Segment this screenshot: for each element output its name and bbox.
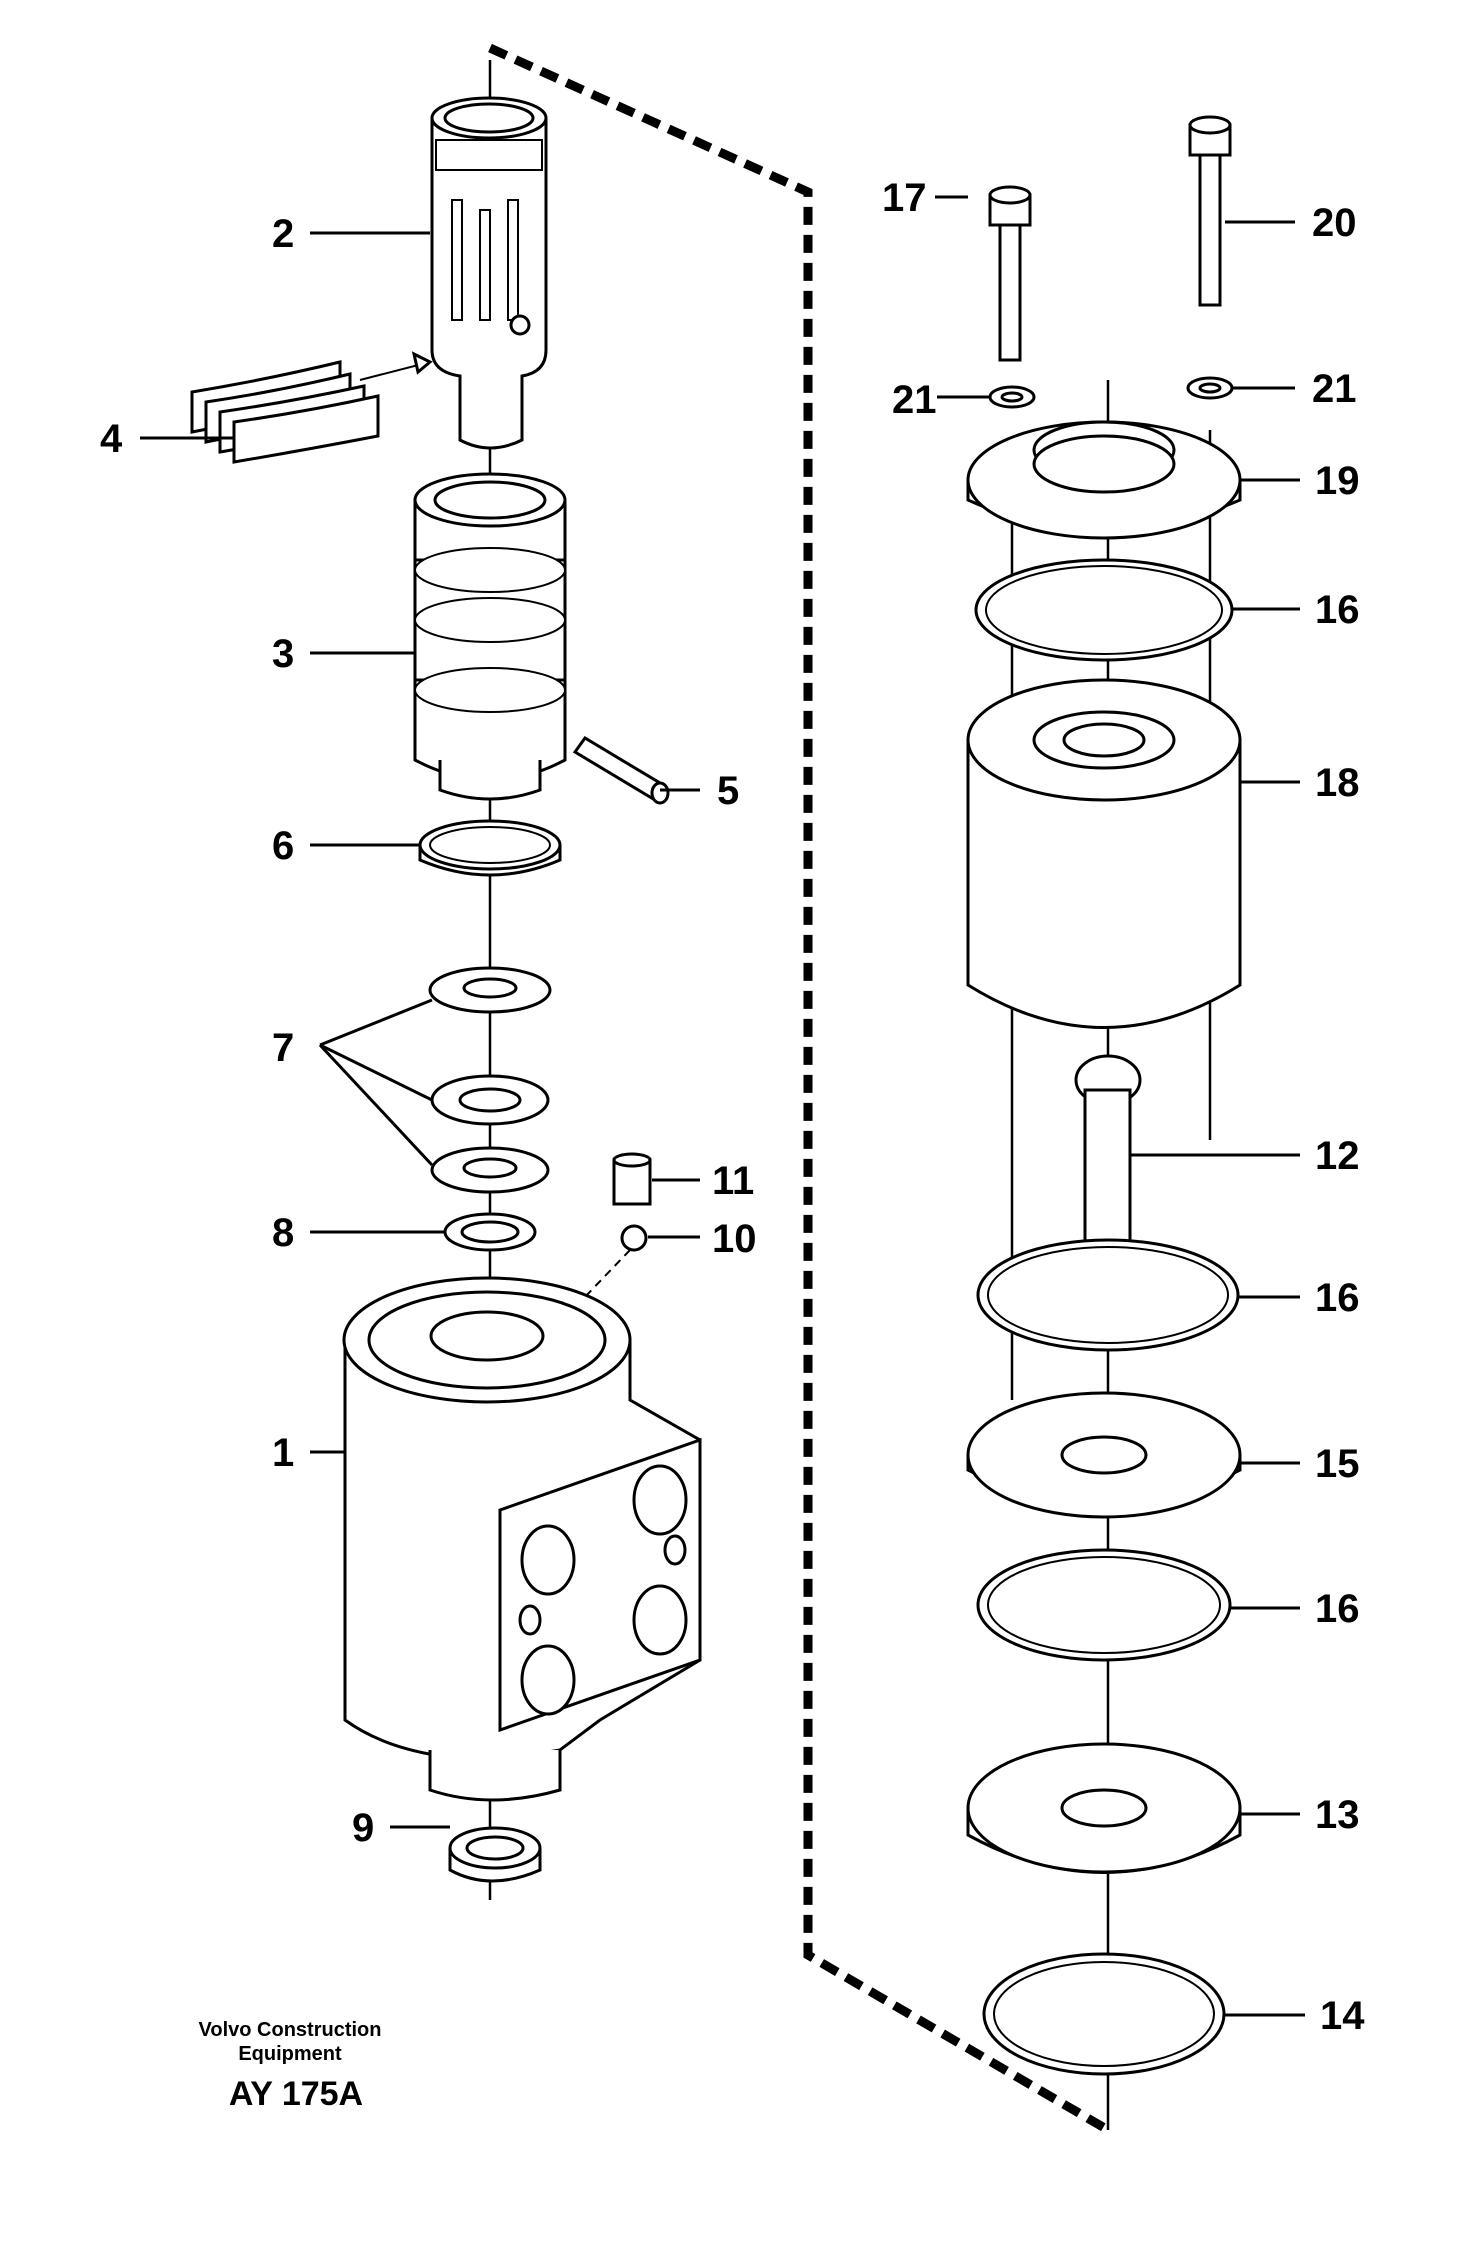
- part-4-centering-springs: [190, 351, 433, 464]
- part-3-sleeve: [413, 472, 567, 801]
- callout-3: 3: [272, 632, 294, 676]
- part-2-spool: [430, 96, 548, 450]
- callout-8: 8: [272, 1211, 294, 1255]
- part-9-seal: [448, 1826, 542, 1883]
- callout-17: 18: [1315, 761, 1360, 805]
- callout-6: 6: [272, 824, 294, 868]
- callout-5: 5: [717, 769, 739, 813]
- drawing-number: AY 175A: [229, 2075, 363, 2113]
- part-16-o-ring-middle: [976, 1238, 1240, 1352]
- part-21-washer-left: [988, 385, 1036, 409]
- part-16-o-ring-lower: [976, 1548, 1232, 1662]
- callout-13: 13: [1315, 1793, 1360, 1837]
- callout-labels: 2 4 3 5 6 7 8 1 9 11 10 17 20 21 21 19 1…: [100, 176, 1365, 2038]
- assembly-dashed-frame: [488, 43, 1111, 2134]
- part-1-housing: [342, 1276, 702, 1802]
- part-19-bolt: [988, 185, 1032, 362]
- callout-9: 9: [352, 1806, 374, 1850]
- part-7-bearing: [428, 966, 552, 1194]
- callout-18: 19: [1315, 459, 1360, 503]
- leader-lines: [140, 195, 1305, 2017]
- publisher-line-2: Equipment: [238, 2043, 342, 2065]
- callout-4: 4: [100, 417, 123, 461]
- part-10-ball: [581, 1224, 648, 1301]
- callout-16-lower: 16: [1315, 1587, 1360, 1631]
- part-8-washer: [443, 1212, 537, 1252]
- callout-14: 14: [1320, 1994, 1365, 2038]
- part-21-washer-right: [1186, 376, 1234, 400]
- publisher-line-1: Volvo Construction: [199, 2019, 382, 2041]
- callout-10: 10: [712, 1217, 757, 1261]
- part-20-bolt: [1188, 115, 1232, 307]
- title-block: Volvo Construction Equipment AY 175A: [199, 2019, 382, 2113]
- callout-12: 12: [1315, 1134, 1360, 1178]
- callout-20: 20: [1312, 201, 1357, 245]
- part-11-plug: [612, 1152, 652, 1206]
- part-14-o-ring: [982, 1952, 1226, 2076]
- callout-16-middle: 16: [1315, 1276, 1360, 1320]
- callout-7: 7: [272, 1026, 294, 1070]
- callout-19: 17: [882, 176, 927, 220]
- part-5-pin: [572, 736, 670, 805]
- callout-1: 1: [272, 1431, 294, 1475]
- callout-21-right: 21: [1312, 367, 1357, 411]
- part-17-gear-set: [966, 678, 1242, 1029]
- part-13-valve-plate: [966, 1742, 1242, 1874]
- callout-15: 15: [1315, 1442, 1360, 1486]
- part-6-ring: [418, 819, 562, 877]
- callout-21-left: 21: [892, 378, 937, 422]
- part-16-o-ring-upper: [974, 558, 1234, 662]
- callout-11: 11: [712, 1159, 754, 1203]
- callout-2: 2: [272, 212, 294, 256]
- callout-16-upper: 16: [1315, 588, 1360, 632]
- part-18-end-cover: [966, 420, 1242, 540]
- part-15-distributor-plate: [966, 1391, 1242, 1519]
